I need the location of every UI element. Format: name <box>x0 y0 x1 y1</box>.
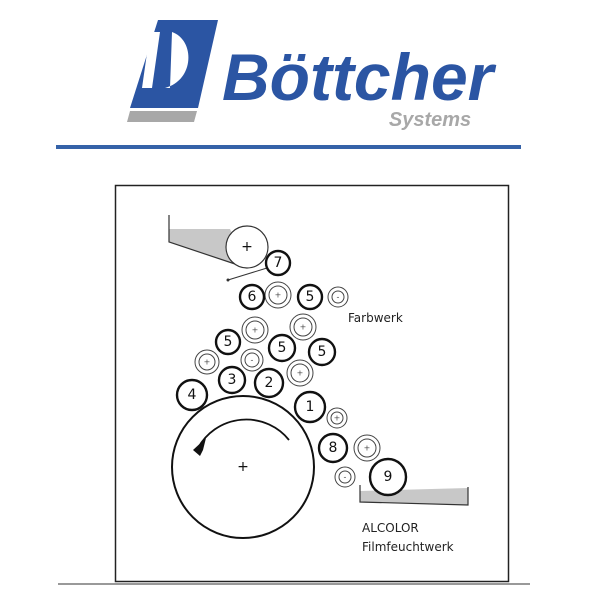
roller-4 <box>175 378 209 412</box>
roller-plus <box>194 349 220 375</box>
inking-unit-label: Farbwerk <box>348 311 403 325</box>
roller-8 <box>317 432 349 464</box>
logo-brand-text: Böttcher <box>222 40 497 114</box>
roller-4-label: 4 <box>188 387 197 403</box>
rotation-arrow <box>197 418 290 449</box>
svg-text:-: - <box>337 293 340 302</box>
roller-5 <box>267 333 297 363</box>
roller-9 <box>368 457 408 497</box>
fountain-roller <box>225 225 269 269</box>
roller-7 <box>264 249 292 277</box>
svg-text:-: - <box>344 473 347 482</box>
svg-text:+: + <box>300 323 307 332</box>
roller-1 <box>293 390 327 424</box>
svg-text:+: + <box>297 369 304 378</box>
logo-mark-bar <box>127 111 197 122</box>
roller-plus <box>353 434 381 462</box>
svg-text:-: - <box>251 356 254 365</box>
svg-text:+: + <box>334 414 341 423</box>
svg-text:+: + <box>237 459 249 475</box>
plate-cylinder: + <box>171 395 315 539</box>
roller-3-label: 3 <box>228 372 237 388</box>
diagram-frame <box>114 184 510 583</box>
roller-minus <box>334 466 356 488</box>
header-divider <box>56 145 521 149</box>
roller-plus <box>326 407 348 429</box>
roller-9-label: 9 <box>384 469 393 485</box>
roller-5-label: 5 <box>224 334 233 350</box>
roller-plus <box>241 316 269 344</box>
roller-5-label: 5 <box>318 344 327 360</box>
svg-text:+: + <box>204 358 211 367</box>
roller-5 <box>214 328 242 356</box>
roller-5-label: 5 <box>306 289 315 305</box>
roller-7-label: 7 <box>274 255 283 271</box>
plus-icon: + <box>241 239 253 255</box>
logo-subtitle-text: Systems <box>389 109 471 131</box>
roller-plus <box>289 313 317 341</box>
roller-3 <box>217 365 247 395</box>
roller-2-label: 2 <box>265 375 274 391</box>
svg-text:+: + <box>252 326 259 335</box>
roller-6 <box>238 283 266 311</box>
svg-text:+: + <box>275 291 282 300</box>
roller-minus <box>327 286 349 308</box>
roller-5 <box>307 337 337 367</box>
oscillating-rollers <box>194 281 381 488</box>
roller-1-label: 1 <box>306 399 315 415</box>
dampening-unit-sublabel: Filmfeuchtwerk <box>362 540 454 554</box>
svg-text:+: + <box>364 444 371 453</box>
roller-6-label: 6 <box>248 289 257 305</box>
roller-5-label: 5 <box>278 340 287 356</box>
ink-fountain: + <box>168 215 269 282</box>
dampening-unit-label: ALCOLOR <box>362 521 419 535</box>
roller-5 <box>296 283 324 311</box>
roller-plus <box>286 359 314 387</box>
roller-8-label: 8 <box>329 440 338 456</box>
roller-2 <box>253 367 285 399</box>
boettcher-logo: Böttcher Systems <box>127 20 497 131</box>
arrow-head-icon <box>193 438 206 456</box>
roller-minus <box>240 348 264 372</box>
